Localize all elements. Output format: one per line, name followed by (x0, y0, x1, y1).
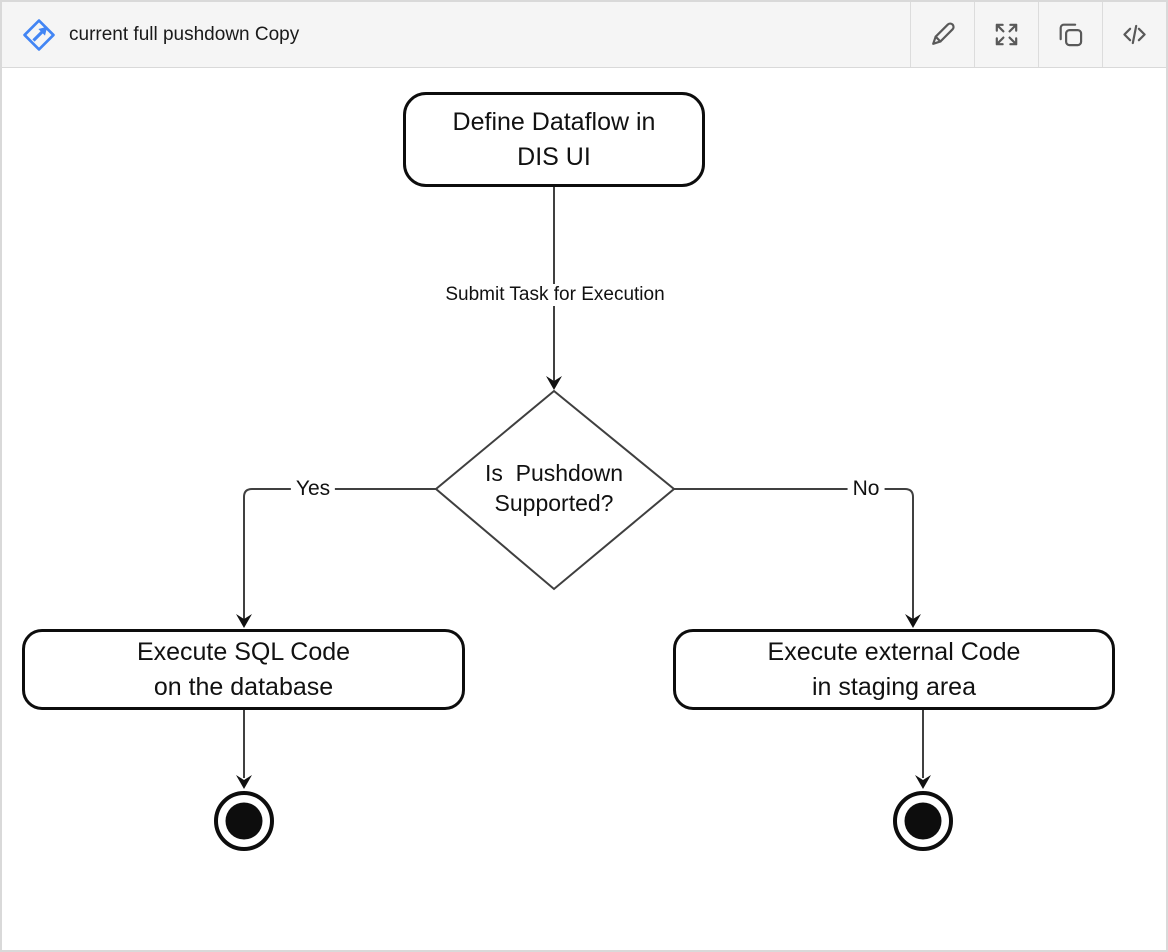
decision-diamond-shape (434, 389, 676, 591)
arrowhead-into-exec-sql (236, 614, 252, 628)
diagram-title: current full pushdown Copy (69, 23, 300, 45)
viewer-toolbar (910, 2, 1166, 67)
edge-yes-line (243, 488, 436, 620)
view-source-button[interactable] (1102, 2, 1166, 67)
edge-label-submit: Submit Task for Execution (440, 284, 670, 306)
arrowhead-into-end-right (915, 775, 931, 789)
final-node-right (893, 791, 953, 851)
final-node-right-dot (904, 802, 942, 840)
final-node-left-dot (225, 802, 263, 840)
arrowhead-into-exec-external (905, 614, 921, 628)
node-exec-sql: Execute SQL Code on the database (22, 629, 465, 710)
arrowhead-into-decision (546, 376, 562, 390)
copy-button[interactable] (1038, 2, 1102, 67)
diagram-canvas[interactable]: Define Dataflow in DIS UI Is Pushdown Su… (2, 68, 1166, 949)
final-node-left (214, 791, 274, 851)
copy-icon (1059, 23, 1083, 47)
arrowhead-into-end-left (236, 775, 252, 789)
drawio-diamond-arrow-icon (23, 18, 55, 51)
code-icon (1123, 24, 1146, 45)
edge-label-yes: Yes (290, 477, 336, 501)
fullscreen-button[interactable] (974, 2, 1038, 67)
edit-button[interactable] (910, 2, 974, 67)
pencil-icon (932, 22, 955, 45)
expand-icon (995, 23, 1018, 46)
flowchart-shapes (214, 187, 953, 851)
node-start: Define Dataflow in DIS UI (403, 92, 705, 187)
viewer-header: current full pushdown Copy (2, 2, 1166, 68)
edge-label-no: No (847, 477, 885, 501)
node-decision-label: Is Pushdown Supported? (484, 460, 624, 517)
edge-no-line (674, 488, 914, 620)
header-title-group: current full pushdown Copy (2, 18, 910, 52)
node-exec-external: Execute external Code in staging area (673, 629, 1115, 710)
